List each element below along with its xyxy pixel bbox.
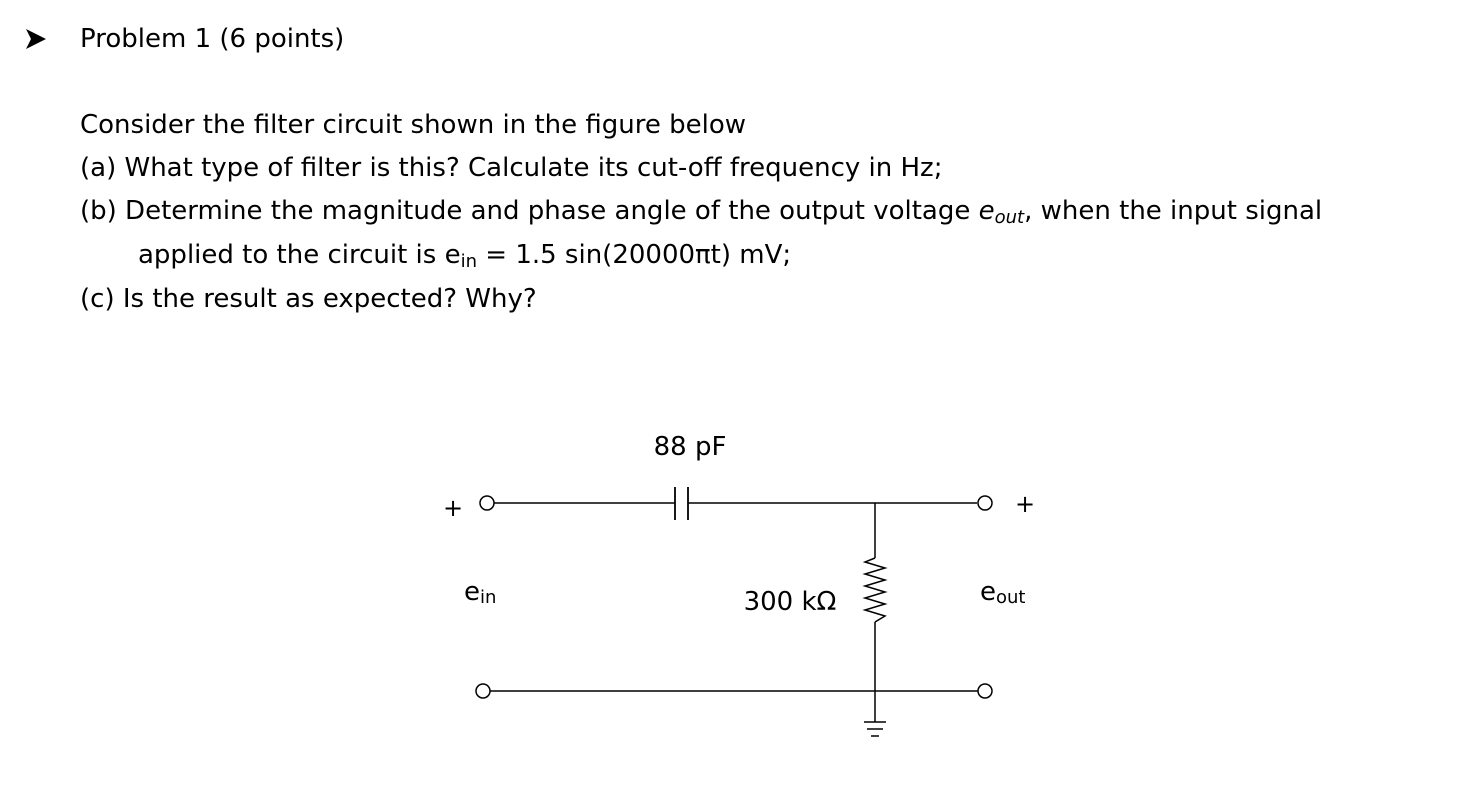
- capacitor-label: 88 pF: [654, 432, 727, 462]
- ein-label: e in: [464, 577, 496, 608]
- input-terminal-bottom: [475, 683, 491, 699]
- ein-label-e: e: [464, 577, 480, 607]
- question-b-text: (b) Determine the magnitude and phase an…: [80, 196, 979, 226]
- question-a: (a) What type of filter is this? Calcula…: [80, 153, 943, 183]
- input-plus-sign: +: [443, 494, 463, 522]
- output-terminal-bottom: [977, 683, 993, 699]
- question-b-text-end: , when the input signal: [1024, 196, 1323, 226]
- resistor-label: 300 kΩ: [744, 587, 837, 617]
- input-terminal-top: [479, 495, 495, 511]
- question-c: (c) Is the result as expected? Why?: [80, 284, 537, 314]
- problem-title: Problem 1 (6 points): [80, 24, 345, 54]
- eout-symbol: eout: [978, 196, 1025, 228]
- question-b-line1: (b) Determine the magnitude and phase an…: [80, 194, 1322, 228]
- arrow-bullet-icon: [26, 29, 46, 49]
- resistor-symbol: [862, 557, 888, 623]
- output-terminal-top: [977, 495, 993, 511]
- eout-label-sub: out: [996, 587, 1025, 608]
- output-plus-sign: +: [1015, 490, 1035, 518]
- problem-intro: Consider the filter circuit shown in the…: [80, 110, 747, 140]
- eout-label: e out: [980, 577, 1025, 608]
- ein-subscript: in: [460, 251, 477, 272]
- ein-label-sub: in: [480, 587, 496, 608]
- question-b-line2: applied to the circuit is ein = 1.5 sin(…: [138, 240, 792, 272]
- input-signal-expression: = 1.5 sin(20000πt) mV;: [477, 240, 792, 270]
- eout-label-e: e: [980, 577, 996, 607]
